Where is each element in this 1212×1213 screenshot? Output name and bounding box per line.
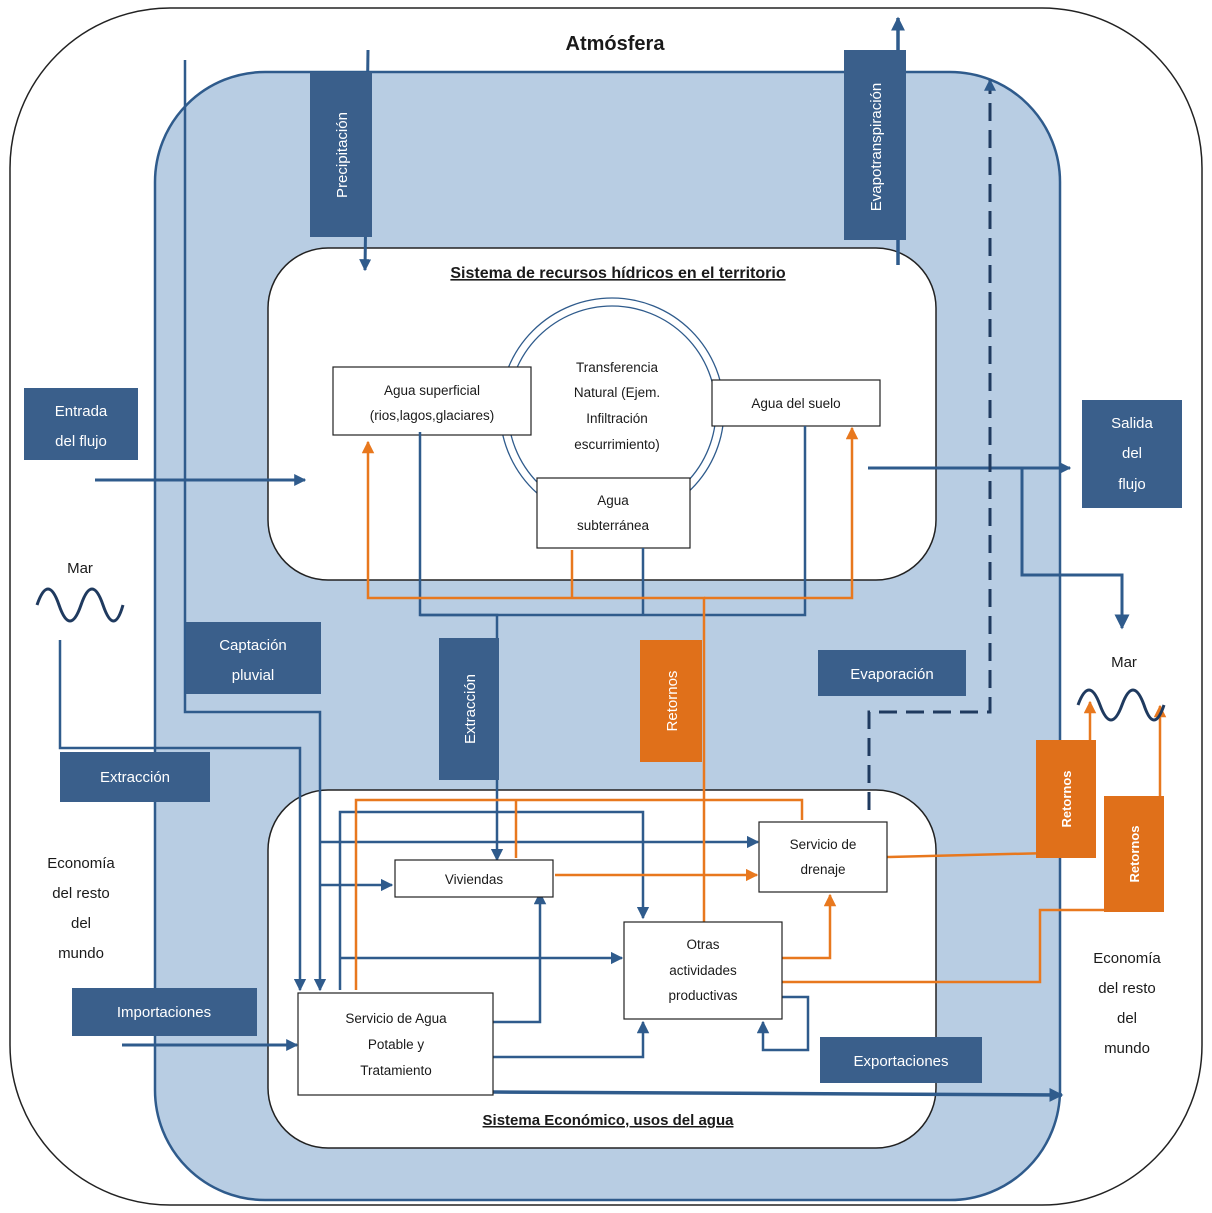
exports-label: Exportaciones <box>853 1053 948 1070</box>
other-activities-box <box>623 921 783 1020</box>
sea-right-label: Mar <box>1111 654 1137 671</box>
surface-water-box <box>332 366 532 436</box>
evaporation-label: Evaporación <box>850 666 933 683</box>
inflow-line-1: Entrada <box>55 403 108 420</box>
water-system-title: Sistema de recursos hídricos en el terri… <box>450 265 785 282</box>
sea-right-wave-icon <box>1076 688 1166 722</box>
returns-sea-1-label: Retornos <box>1059 770 1074 827</box>
imports-label: Importaciones <box>117 1004 211 1021</box>
rest-world-right-line-3: del <box>1117 1010 1137 1027</box>
outflow-line-2: del <box>1122 445 1142 462</box>
inflow-label-box <box>24 388 138 460</box>
natural-transfer-line-4: escurrimiento) <box>574 437 660 452</box>
drainage-line-2: drenaje <box>800 862 845 877</box>
soil-water-label: Agua del suelo <box>751 396 840 411</box>
returns-sea-2-label-box <box>1104 796 1164 912</box>
returns-sea-2-label: Retornos <box>1127 825 1142 882</box>
potable-service-line-1: Servicio de Agua <box>345 1011 447 1026</box>
natural-transfer-line-3: Infiltración <box>586 411 648 426</box>
outflow-line-3: flujo <box>1118 476 1146 493</box>
housing-label: Viviendas <box>445 872 504 887</box>
soil-water-box <box>711 379 881 427</box>
imports-label-box <box>72 988 257 1036</box>
economic-system-title: Sistema Económico, usos del agua <box>483 1112 735 1129</box>
other-activities-line-2: actividades <box>669 963 737 978</box>
rain-capture-label-box <box>186 622 321 694</box>
rest-world-left-line-1: Economía <box>47 855 115 872</box>
exports-label-box <box>820 1037 982 1083</box>
extraction-sea-label-box <box>60 752 210 802</box>
drainage-box <box>758 821 888 893</box>
extraction-sea-label: Extracción <box>100 769 170 786</box>
evapotranspiration-label-box <box>844 50 906 240</box>
other-activities-line-3: productivas <box>668 988 737 1003</box>
outflow-label-box <box>1082 400 1182 508</box>
sea-left-label: Mar <box>67 560 93 577</box>
natural-transfer-line-1: Transferencia <box>576 360 659 375</box>
surface-water-line-1: Agua superficial <box>384 383 480 398</box>
potable-service-line-2: Potable y <box>368 1037 425 1052</box>
drainage-line-1: Servicio de <box>790 837 857 852</box>
rain-capture-line-1: Captación <box>219 637 287 654</box>
precipitation-label: Precipitación <box>334 112 351 198</box>
outflow-line-1: Salida <box>1111 415 1153 432</box>
extraction-vertical-label-box <box>439 638 499 780</box>
extraction-vertical-label: Extracción <box>462 674 479 744</box>
rest-world-left-line-2: del resto <box>52 885 110 902</box>
inflow-line-2: del flujo <box>55 433 107 450</box>
groundwater-line-2: subterránea <box>577 518 650 533</box>
rain-capture-line-2: pluvial <box>232 667 275 684</box>
rest-world-right-line-1: Economía <box>1093 950 1161 967</box>
returns-sea-1-label-box <box>1036 740 1096 858</box>
returns-vertical-label: Retornos <box>664 671 681 732</box>
potable-service-box <box>297 992 494 1096</box>
returns-vertical-label-box <box>640 640 702 762</box>
rest-world-right-line-2: del resto <box>1098 980 1156 997</box>
rest-world-left-line-4: mundo <box>58 945 104 962</box>
groundwater-box <box>536 477 691 549</box>
potable-service-line-3: Tratamiento <box>360 1063 432 1078</box>
rest-world-right-line-4: mundo <box>1104 1040 1150 1057</box>
housing-box <box>394 859 554 898</box>
atmosphere-title: Atmósfera <box>566 33 666 55</box>
groundwater-line-1: Agua <box>597 493 629 508</box>
precipitation-label-box <box>310 72 372 237</box>
evapotranspiration-label: Evapotranspiración <box>868 83 885 211</box>
other-activities-line-1: Otras <box>686 937 719 952</box>
sea-left-wave-icon <box>35 587 125 623</box>
evaporation-label-box <box>818 650 966 696</box>
rest-world-left-line-3: del <box>71 915 91 932</box>
natural-transfer-line-2: Natural (Ejem. <box>574 385 660 400</box>
surface-water-line-2: (rios,lagos,glaciares) <box>370 408 495 423</box>
